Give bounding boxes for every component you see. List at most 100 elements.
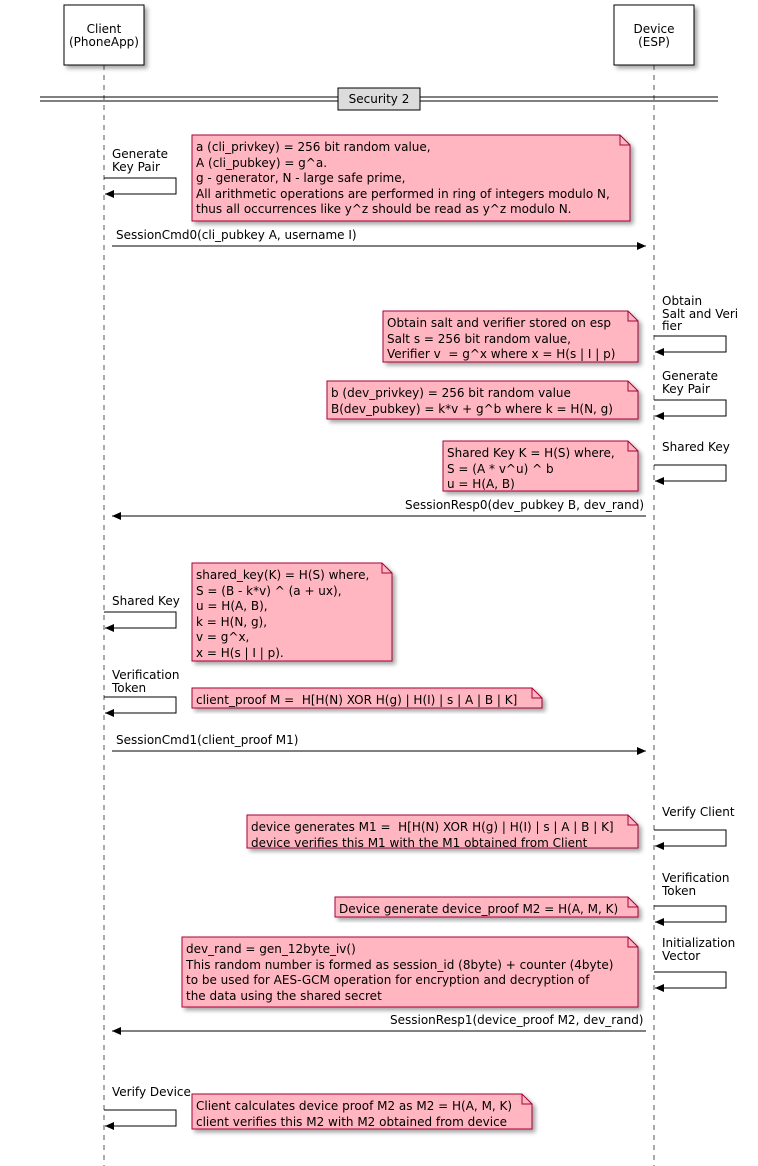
note-client-proof: [191, 687, 543, 709]
note-client-shared-key-text-line: shared_key(K) = H(S) where,: [196, 568, 370, 582]
client-verification-token-arrow: [104, 696, 177, 714]
device-participant-box: [613, 4, 695, 66]
note-client-proof-fold: [531, 688, 542, 699]
note-device-salt-fold: [627, 311, 638, 322]
note-device-salt-text-line: Verifier v = g^x where x = H(s | I | p): [387, 347, 616, 361]
client-generate-key-pair-label-line: Key Pair: [112, 159, 160, 174]
message-label-session-resp0: SessionResp0(dev_pubkey B, dev_rand): [405, 498, 645, 512]
note-device-verify-text-line: device generates M1 = H[H(N) XOR H(g) | …: [251, 820, 614, 834]
section-label-box: [337, 87, 421, 111]
note-client-shared-key-fold: [381, 563, 392, 574]
device-shared-key-arrow-arrowhead: [655, 477, 664, 485]
note-client-verify-text-line: Client calculates device proof M2 as M2 …: [196, 1099, 513, 1113]
note-device-verify-text-line: device verifies this M1 with the M1 obta…: [251, 835, 588, 850]
device-generate-key-pair-arrow: [654, 399, 727, 417]
message-label-session-resp1: SessionResp1(device_proof M2, dev_rand): [390, 1013, 644, 1027]
message-session-resp1-arrowhead: [112, 1027, 121, 1035]
client-shared-key-arrow: [104, 611, 177, 629]
note-client-shared-key: [191, 562, 393, 662]
client-verification-token-arrow-arrowhead: [105, 709, 114, 717]
note-client-keypair: [191, 134, 631, 222]
message-session-cmd1-arrowhead: [637, 747, 646, 755]
device-obtain-salt-label-line: Obtain: [662, 294, 703, 308]
note-device-shared-key-text-line: S = (A * v^u) ^ b: [447, 461, 554, 476]
device-generate-key-pair-arrow-arrowhead: [655, 412, 664, 420]
device-generate-key-pair-label-line: Key Pair: [662, 381, 710, 396]
client-participant-box: [63, 4, 145, 66]
device-verification-token-label-line: Token: [662, 883, 697, 898]
note-client-verify-text-line: client verifies this M2 with M2 obtained…: [196, 1114, 508, 1129]
note-dev-rand-text-line: to be used for AES-GCM operation for enc…: [186, 973, 590, 987]
device-verification-token-arrow: [654, 905, 727, 923]
note-dev-rand-text-line: the data using the shared secret: [186, 988, 382, 1003]
note-client-verify-fold: [521, 1094, 532, 1105]
client-generate-key-pair-arrow: [104, 177, 177, 195]
note-device-shared-key-text-line: Shared Key K = H(S) where,: [447, 446, 615, 460]
note-client-keypair-text-line: g - generator, N - large safe prime,: [196, 171, 406, 185]
note-dev-rand-text-line: This random number is formed as session_…: [186, 957, 614, 972]
device-obtain-salt-label-line: fier: [662, 319, 682, 333]
client-generate-key-pair-arrow-arrowhead: [105, 190, 114, 198]
section-label: Security 2: [348, 92, 410, 106]
note-device-keypair: [326, 380, 639, 420]
message-session-cmd0-arrowhead: [637, 242, 646, 250]
note-dev-rand: [181, 936, 639, 1008]
message-label-session-cmd1: SessionCmd1(client_proof M1): [116, 733, 299, 747]
note-client-shared-key-text-line: x = H(s | I | p).: [196, 645, 284, 660]
device-verify-client-arrow: [654, 829, 727, 847]
client-participant-name: Client: [86, 22, 122, 36]
client-generate-key-pair-label-line: Generate: [112, 147, 169, 161]
device-generate-key-pair-label-line: Generate: [662, 369, 719, 383]
note-device-proof-fold: [627, 897, 638, 908]
note-dev-rand-fold: [627, 937, 638, 948]
device-verify-client-arrow-arrowhead: [655, 842, 664, 850]
note-device-proof: [334, 896, 639, 918]
note-device-verify-fold: [627, 815, 638, 826]
note-client-keypair-text-line: A (cli_pubkey) = g^a.: [196, 155, 328, 170]
device-verification-token-arrow-arrowhead: [655, 918, 664, 926]
note-client-shared-key-text-line: u = H(A, B),: [196, 599, 268, 613]
client-verification-token-label-line: Token: [112, 680, 147, 695]
note-client-proof-text-line: client_proof M = H[H(N) XOR H(g) | H(I) …: [196, 693, 518, 707]
device-init-vector-label-line: Initialization: [662, 936, 736, 950]
note-client-verify: [191, 1093, 533, 1130]
note-device-salt-text-line: Salt s = 256 bit random value,: [387, 331, 571, 346]
client-participant-sub: (PhoneApp): [69, 35, 139, 49]
device-verify-client-label-line: Verify Client: [662, 805, 735, 819]
note-client-keypair-text-line: thus all occurrences like y^z should be …: [196, 202, 572, 216]
client-verify-device-arrow: [104, 1109, 177, 1127]
note-device-shared-key: [442, 440, 639, 492]
note-device-shared-key-fold: [627, 441, 638, 452]
note-device-proof-text-line: Device generate device_proof M2 = H(A, M…: [339, 902, 619, 916]
device-participant-sub: (ESP): [638, 35, 670, 49]
note-client-shared-key-text-line: k = H(N, g),: [196, 614, 268, 629]
note-client-shared-key-text-line: S = (B - k*v) ^ (a + ux),: [196, 583, 342, 598]
device-shared-key-label-line: Shared Key: [662, 440, 730, 454]
device-shared-key-arrow: [654, 464, 727, 482]
note-client-shared-key-text-line: v = g^x,: [196, 630, 250, 644]
client-shared-key-label-line: Shared Key: [112, 594, 180, 608]
device-participant-name: Device: [633, 22, 675, 36]
device-init-vector-arrow-arrowhead: [655, 984, 664, 992]
client-verify-device-label-line: Verify Device: [112, 1085, 191, 1099]
note-device-shared-key-text-line: u = H(A, B): [447, 477, 515, 491]
device-obtain-salt-label-line: Salt and Veri: [662, 306, 739, 321]
message-label-session-cmd0: SessionCmd0(cli_pubkey A, username I): [116, 228, 357, 242]
device-obtain-salt-arrow-arrowhead: [655, 348, 664, 356]
note-client-keypair-text-line: a (cli_privkey) = 256 bit random value,: [196, 140, 431, 154]
note-device-keypair-text-line: B(dev_pubkey) = k*v + g^b where k = H(N,…: [331, 401, 613, 416]
note-device-salt: [382, 310, 639, 363]
note-device-keypair-text-line: b (dev_privkey) = 256 bit random value: [331, 386, 571, 400]
note-client-keypair-fold: [619, 135, 630, 146]
note-device-keypair-fold: [627, 381, 638, 392]
note-device-verify: [246, 814, 639, 849]
device-init-vector-arrow: [654, 971, 727, 989]
device-obtain-salt-arrow: [654, 335, 727, 353]
note-dev-rand-text-line: dev_rand = gen_12byte_iv(): [186, 942, 356, 956]
client-verify-device-arrow-arrowhead: [105, 1122, 114, 1130]
message-session-resp0-arrowhead: [112, 512, 121, 520]
note-device-salt-text-line: Obtain salt and verifier stored on esp: [387, 316, 611, 330]
device-init-vector-label-line: Vector: [662, 948, 701, 963]
client-verification-token-label-line: Verification: [112, 668, 180, 682]
